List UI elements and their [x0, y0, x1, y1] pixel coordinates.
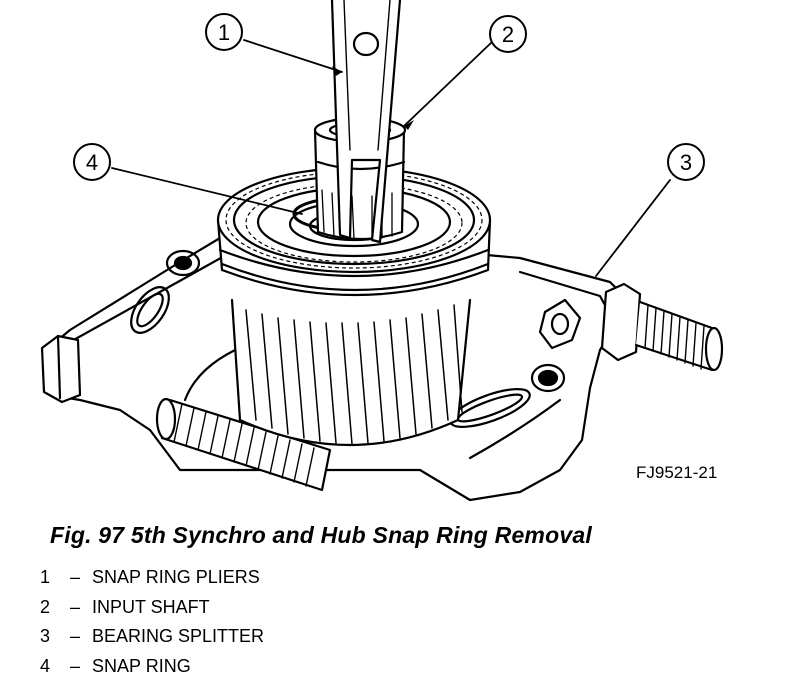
callout-2-number: 2 [502, 22, 514, 47]
legend-item: 3–BEARING SPLITTER [40, 625, 264, 655]
callout-3-number: 3 [680, 150, 692, 175]
legend-dash: – [69, 567, 80, 587]
legend-label: INPUT SHAFT [92, 596, 210, 617]
legend-number: 3 [40, 626, 51, 646]
figure-caption: Fig. 97 5th Synchro and Hub Snap Ring Re… [50, 522, 592, 548]
figure-code: FJ9521-21 [636, 463, 717, 482]
legend: 1–SNAP RING PLIERS 2–INPUT SHAFT 3–BEARI… [40, 566, 264, 684]
callout-circles [73, 13, 705, 181]
snap-ring-pliers [330, 0, 402, 244]
callout-4-number: 4 [86, 150, 98, 175]
illustration: 1 2 3 4 FJ9521-21 [40, 0, 724, 502]
legend-number: 1 [40, 567, 51, 587]
legend-item: 2–INPUT SHAFT [40, 596, 264, 626]
legend-number: 2 [40, 596, 51, 617]
gear [230, 298, 472, 447]
legend-label: SNAP RING [92, 655, 191, 676]
legend-label: BEARING SPLITTER [92, 626, 265, 646]
legend-item: 4–SNAP RING [40, 655, 264, 684]
legend-dash: – [69, 655, 80, 676]
legend-dash: – [69, 596, 80, 617]
legend-label: SNAP RING PLIERS [92, 567, 260, 587]
legend-item: 1–SNAP RING PLIERS [40, 566, 264, 596]
legend-number: 4 [40, 655, 51, 676]
legend-dash: – [69, 626, 80, 646]
callout-1-number: 1 [218, 20, 230, 45]
